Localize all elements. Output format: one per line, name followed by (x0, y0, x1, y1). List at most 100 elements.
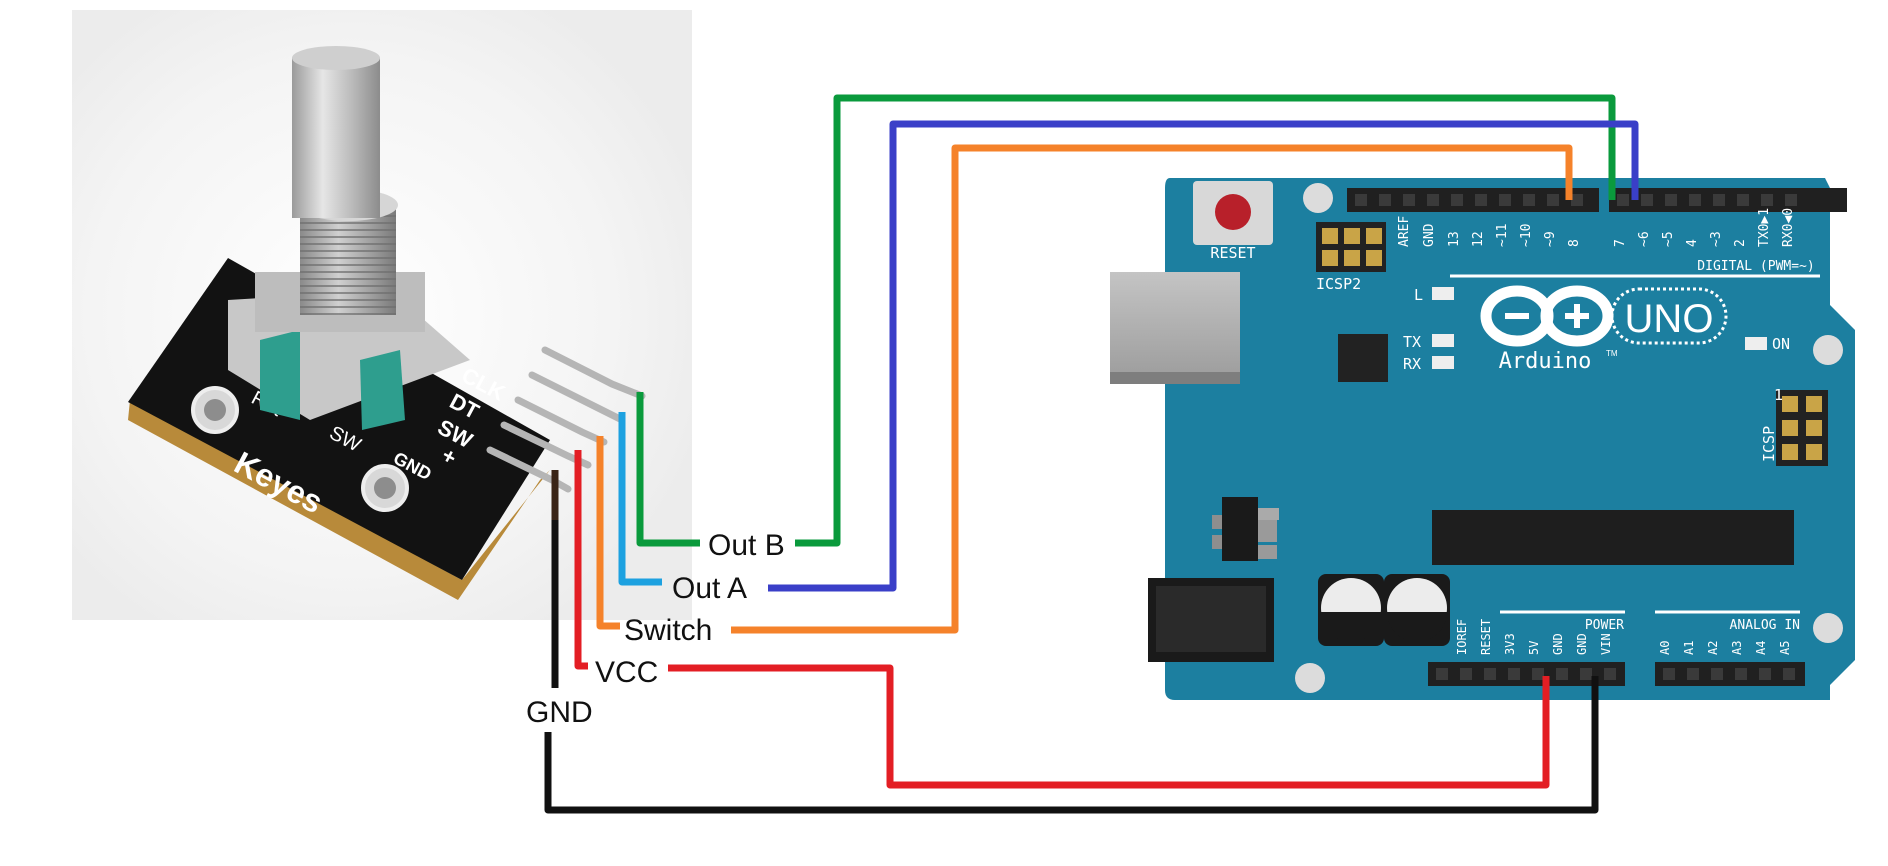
mount-hole-inner (204, 399, 226, 421)
header-socket[interactable] (1665, 194, 1677, 206)
power-pin-label: GND (1551, 633, 1565, 655)
logo-tm: TM (1606, 349, 1618, 358)
digital-pin-label: 8 (1567, 239, 1582, 247)
mount-hole-inner (374, 477, 396, 499)
digital-pin-label: ~11 (1495, 224, 1510, 247)
analog-socket[interactable] (1783, 668, 1795, 680)
aref-label: AREF (1397, 216, 1412, 247)
icsp-header (1776, 390, 1828, 466)
led-on (1745, 337, 1767, 350)
analog-pin-label: A0 (1658, 641, 1672, 655)
analog-socket[interactable] (1759, 668, 1771, 680)
power-pin-sockets (1436, 668, 1795, 680)
wire-out-a (618, 412, 662, 586)
header-gnd-label: GND (1422, 223, 1437, 247)
power-socket[interactable] (1580, 668, 1592, 680)
header-socket[interactable] (1403, 194, 1415, 206)
header-socket[interactable] (1737, 194, 1749, 206)
power-socket[interactable] (1484, 668, 1496, 680)
analog-pin-label: A1 (1682, 641, 1696, 655)
dc-barrel-jack-inner (1156, 586, 1266, 652)
power-pin-label: 5V (1527, 641, 1541, 655)
wire-vcc-run (668, 664, 1550, 789)
header-socket[interactable] (1713, 194, 1725, 206)
arduino-logo (1480, 285, 1728, 347)
logo-arduino: Arduino (1499, 349, 1592, 374)
reset-button-cap[interactable] (1215, 194, 1251, 230)
usb-chip (1338, 334, 1388, 382)
label-out-a: Out A (672, 572, 747, 605)
header-socket[interactable] (1641, 194, 1653, 206)
analog-label: ANALOG IN (1730, 618, 1800, 633)
power-socket[interactable] (1436, 668, 1448, 680)
digital-header (1347, 188, 1847, 212)
label-switch: Switch (624, 614, 712, 647)
wires (544, 94, 1639, 814)
digital-pin-label: ~3 (1709, 231, 1724, 247)
board-mount-hole (1813, 613, 1843, 643)
header-socket[interactable] (1499, 194, 1511, 206)
label-out-b: Out B (708, 529, 785, 562)
power-socket[interactable] (1556, 668, 1568, 680)
power-label: POWER (1585, 618, 1624, 633)
header-socket[interactable] (1355, 194, 1367, 206)
header-socket[interactable] (1523, 194, 1535, 206)
encoder-threads (300, 205, 396, 315)
board-mount-hole (1303, 183, 1333, 213)
capacitor (1384, 574, 1450, 646)
header-socket[interactable] (1427, 194, 1439, 206)
header-socket[interactable] (1617, 194, 1629, 206)
header-socket[interactable] (1451, 194, 1463, 206)
analog-header (1655, 662, 1805, 686)
header-socket[interactable] (1689, 194, 1701, 206)
board-mount-hole (1295, 663, 1325, 693)
digital-pin-label: TX0▶1 (1757, 208, 1772, 247)
wire-out-b (636, 392, 700, 547)
digital-pin-label: ~9 (1543, 231, 1558, 247)
analog-socket[interactable] (1687, 668, 1699, 680)
usb-connector (1110, 272, 1240, 384)
led-l-label: L (1414, 286, 1423, 304)
digital-pin-label: 13 (1447, 231, 1462, 247)
header-socket[interactable] (1785, 194, 1797, 206)
analog-pin-label: A2 (1706, 641, 1720, 655)
header-socket[interactable] (1379, 194, 1391, 206)
capacitor (1318, 574, 1384, 646)
icsp-label: ICSP (1760, 426, 1778, 462)
encoder-green-right (360, 350, 405, 430)
power-socket[interactable] (1604, 668, 1616, 680)
digital-pin-label: 4 (1685, 239, 1700, 247)
digital-label: DIGITAL (PWM=~) (1697, 259, 1814, 274)
on-label: ON (1772, 335, 1790, 353)
icsp-pin1-label: 1 (1774, 386, 1783, 404)
header-socket[interactable] (1571, 194, 1583, 206)
header-socket[interactable] (1761, 194, 1773, 206)
icsp2-label: ICSP2 (1316, 275, 1361, 293)
power-socket[interactable] (1532, 668, 1544, 680)
analog-socket[interactable] (1735, 668, 1747, 680)
usb-connector-lip (1110, 372, 1240, 384)
analog-socket[interactable] (1711, 668, 1723, 680)
header-socket[interactable] (1547, 194, 1559, 206)
encoder-green-left (260, 330, 300, 420)
power-pin-label: GND (1575, 633, 1589, 655)
power-pin-label: IOREF (1455, 619, 1469, 655)
header-socket[interactable] (1475, 194, 1487, 206)
digital-pin-label: 7 (1613, 239, 1628, 247)
wire-switch (596, 436, 620, 630)
analog-pin-label: A5 (1778, 641, 1792, 655)
label-vcc: VCC (595, 656, 658, 689)
encoder-shaft (292, 58, 380, 218)
icsp2-header (1316, 222, 1386, 272)
analog-socket[interactable] (1663, 668, 1675, 680)
power-socket[interactable] (1508, 668, 1520, 680)
wire-out-b-run (795, 94, 1616, 547)
rotary-encoder-module: Keyes Rot SW CLK DT SW + GND (72, 10, 692, 620)
led-rx (1432, 356, 1454, 369)
power-socket[interactable] (1460, 668, 1472, 680)
label-gnd: GND (526, 696, 593, 729)
wire-out-a-run (768, 120, 1639, 592)
